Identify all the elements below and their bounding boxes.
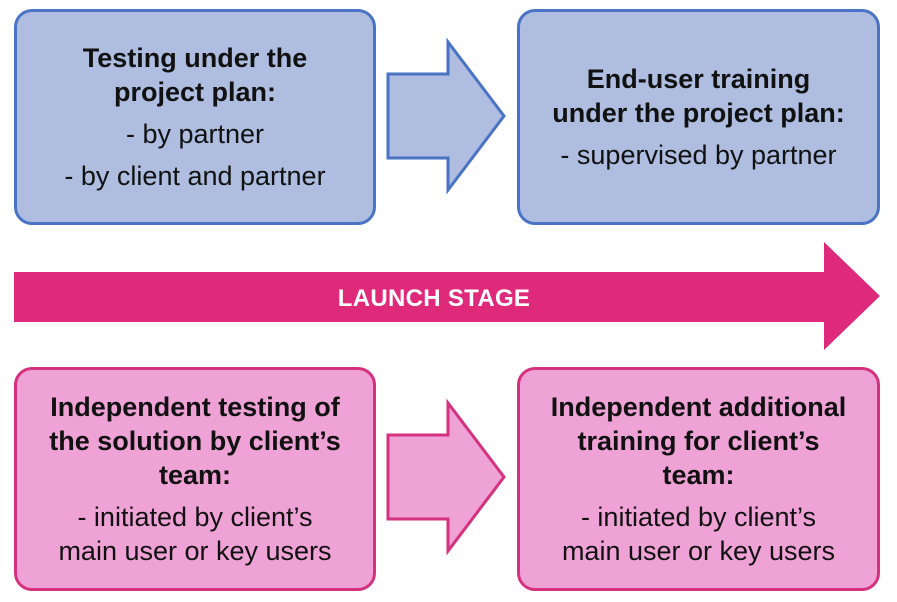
independent-training-title-line-2: training for client’s (577, 426, 820, 456)
independent-training-item-line-2: main user or key users (561, 536, 836, 566)
testing-project-plan-title-line-2: project plan: (113, 77, 276, 107)
top-flow-arrow (386, 37, 506, 195)
end-user-training-title-line-1: End-user training (586, 64, 811, 94)
independent-testing-title-line-1: Independent testing of (50, 392, 340, 422)
launch-stage-label: LAUNCH STAGE (337, 285, 531, 312)
end-user-training-box: End-user training under the project plan… (517, 9, 880, 225)
independent-training-title-line-1: Independent additional (550, 392, 847, 422)
independent-training-item-line-1: - initiated by client’s (580, 502, 817, 532)
independent-training-box: Independent additional training for clie… (517, 367, 880, 591)
training-item-supervised-by-partner: - supervised by partner (560, 140, 837, 170)
independent-testing-item-line-2: main user or key users (58, 536, 332, 566)
bottom-flow-arrow (386, 398, 506, 556)
independent-testing-item-line-1: - initiated by client’s (77, 502, 313, 532)
independent-testing-title-line-2: the solution by client’s (49, 426, 341, 456)
end-user-training-title-line-2: under the project plan: (552, 98, 845, 128)
testing-item-by-client-and-partner: - by client and partner (64, 161, 326, 191)
independent-training-title-line-3: team: (662, 460, 735, 490)
testing-project-plan-title-line-1: Testing under the (82, 43, 308, 73)
independent-testing-title-line-3: team: (158, 460, 232, 490)
testing-project-plan-box: Testing under the project plan: - by par… (14, 9, 376, 225)
launch-stage-arrow (14, 242, 880, 350)
independent-testing-box: Independent testing of the solution by c… (14, 367, 376, 591)
testing-item-by-partner: - by partner (125, 119, 265, 149)
